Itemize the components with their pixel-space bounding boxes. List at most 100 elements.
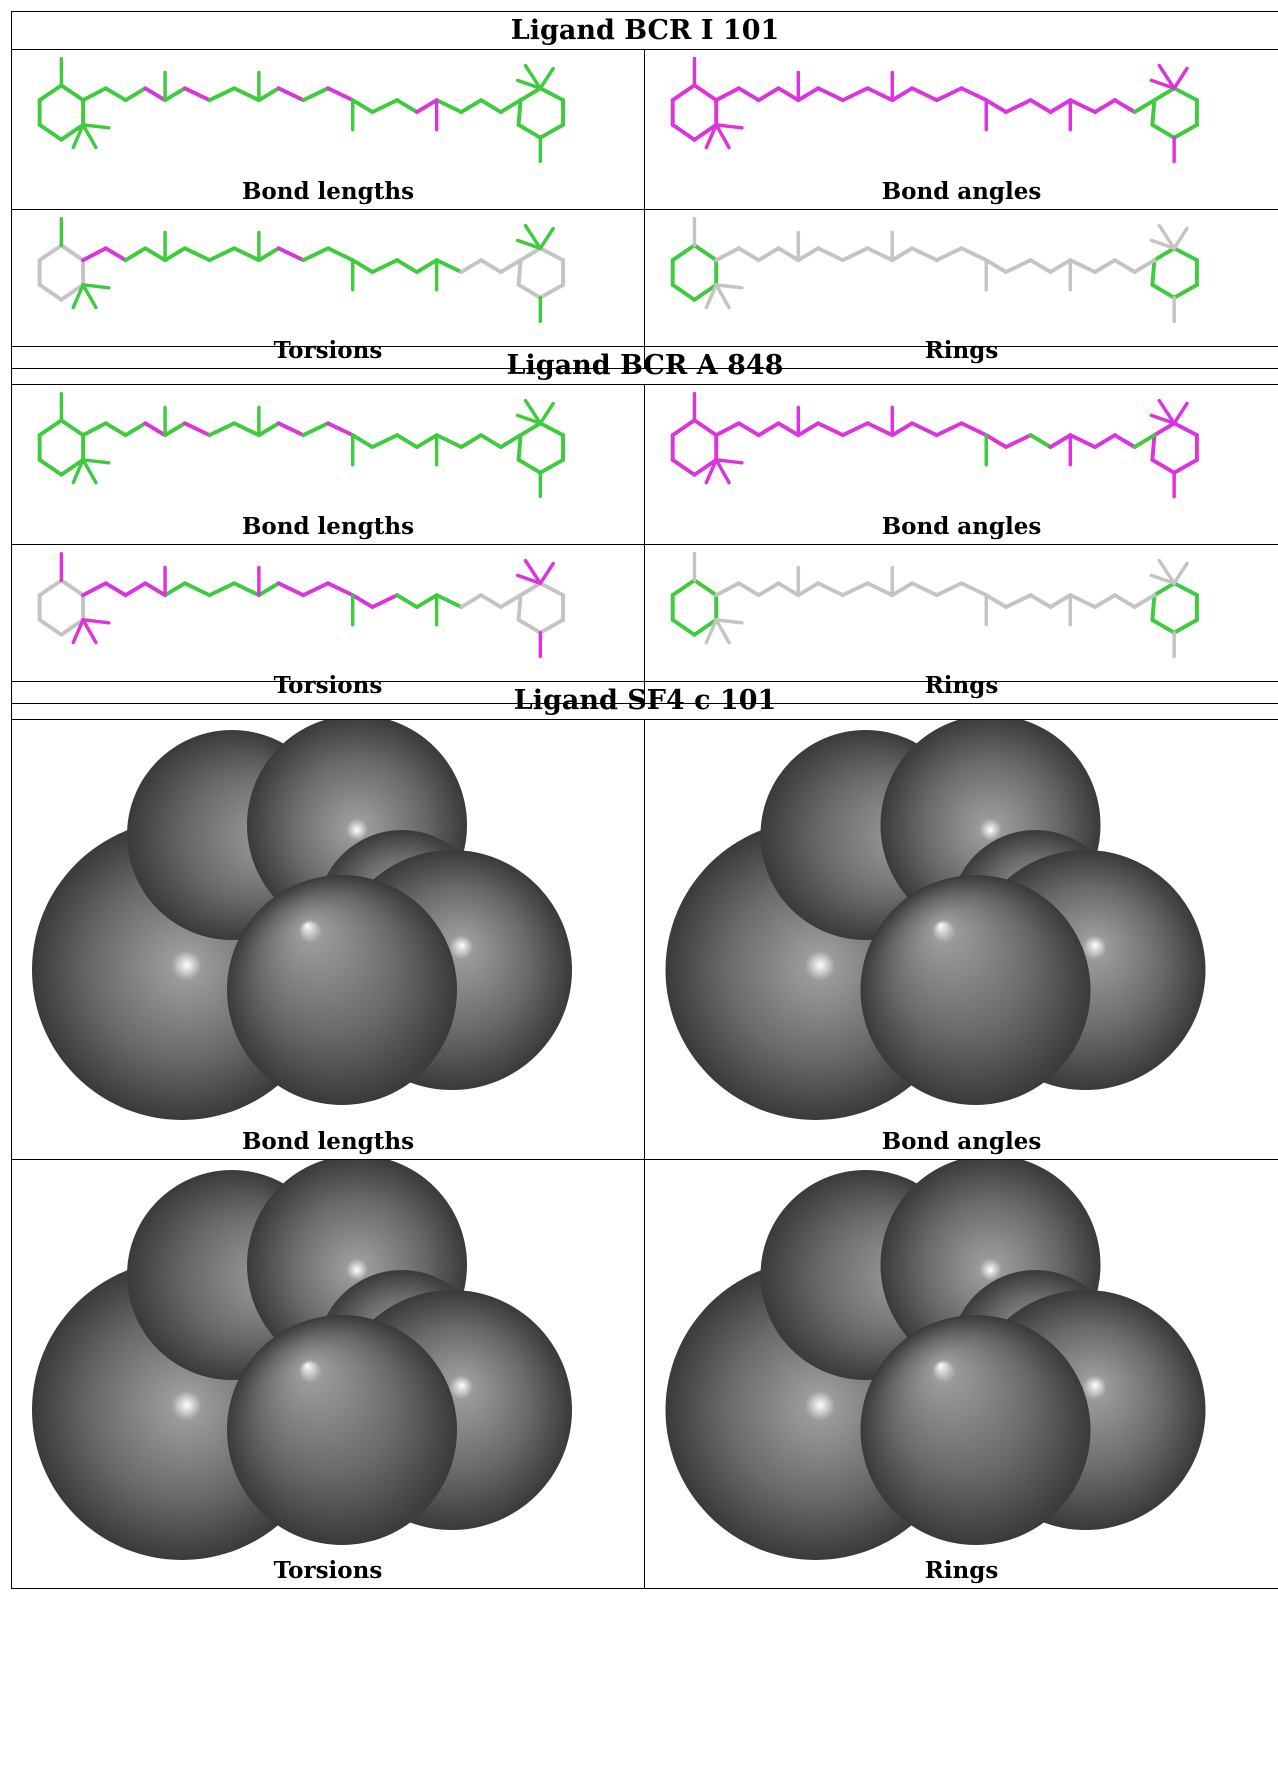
ring-bond xyxy=(59,617,86,637)
ligand-panel: Ligand SF4 c 101 Bond lengths Bond angle… xyxy=(11,681,1278,1589)
chain-bond xyxy=(182,86,212,103)
ring-bond xyxy=(516,122,543,140)
ring-bond xyxy=(692,617,719,637)
cell-caption: Torsions xyxy=(273,672,383,699)
ring-bond xyxy=(1150,282,1177,300)
chain-bond xyxy=(103,581,128,598)
chain-bond xyxy=(350,258,375,274)
ring-bond xyxy=(518,246,543,263)
ring-bond xyxy=(516,258,523,287)
substituent-bond xyxy=(71,618,85,645)
chain-bond xyxy=(207,86,237,103)
bond-lengths-cell: Bond lengths xyxy=(12,385,645,544)
chain-bond xyxy=(1132,98,1157,114)
chain-bond xyxy=(816,421,845,438)
substituent-bond xyxy=(515,78,543,91)
substituent-bond xyxy=(714,123,744,130)
ring-bond xyxy=(538,282,565,300)
ring-bond xyxy=(1172,122,1199,140)
substituent-bond xyxy=(704,458,718,485)
substituent-bond xyxy=(81,123,111,130)
substituent-bond xyxy=(71,123,85,150)
chain-bond xyxy=(910,86,939,103)
atom-sphere xyxy=(227,875,457,1105)
chain-bond xyxy=(1132,593,1157,609)
ring-bond xyxy=(516,98,523,127)
ring-bond xyxy=(37,243,64,263)
chain-bond xyxy=(1112,258,1137,274)
chain-bond xyxy=(256,86,281,103)
chain-bond xyxy=(1132,433,1157,449)
ring-bond xyxy=(37,617,64,637)
chain-bond xyxy=(370,258,400,274)
chain-bond xyxy=(910,246,939,263)
chain-bond xyxy=(1068,593,1098,609)
ring-bond xyxy=(59,122,86,142)
chain-bond xyxy=(395,258,419,274)
chain-bond xyxy=(182,246,212,263)
chain-bond xyxy=(163,421,187,438)
chain-bond xyxy=(1004,593,1033,609)
chain-bond xyxy=(301,246,330,263)
ring-bond xyxy=(538,457,565,475)
ring-bond xyxy=(1172,581,1199,598)
ring-bond xyxy=(538,581,565,598)
chain-bond xyxy=(434,98,464,114)
ligand-title: Ligand SF4 c 101 xyxy=(12,682,1278,720)
ring-bond xyxy=(670,578,697,598)
chain-bond xyxy=(796,86,821,103)
chain-bond xyxy=(163,86,187,103)
chain-bond xyxy=(1093,593,1117,609)
chain-bond xyxy=(207,581,237,598)
substituent-bond xyxy=(714,123,731,150)
chain-bond xyxy=(256,421,281,438)
chain-bond xyxy=(736,581,761,598)
chain-bond xyxy=(459,258,484,274)
chain-bond xyxy=(959,421,989,438)
ring-bond xyxy=(670,122,697,142)
chain-bond xyxy=(756,581,781,598)
chain-bond xyxy=(143,421,168,438)
ring-bond xyxy=(538,246,565,263)
chain-bond xyxy=(395,433,419,449)
chain-bond xyxy=(350,593,375,609)
ring-bond xyxy=(37,122,64,142)
chain-bond xyxy=(816,86,845,103)
ring-bond xyxy=(1152,246,1177,263)
substituent-bond xyxy=(538,401,555,426)
substituent-bond xyxy=(81,458,111,465)
substituent-bond xyxy=(515,573,543,586)
chain-bond xyxy=(143,581,168,598)
substituent-bond xyxy=(714,283,744,290)
molecule-image xyxy=(37,551,565,659)
ring-bond xyxy=(1150,617,1177,635)
chain-bond xyxy=(910,581,939,598)
ring-bond xyxy=(516,433,523,462)
chain-bond xyxy=(123,246,148,263)
ring-bond xyxy=(59,282,86,302)
ring-bond xyxy=(59,243,86,263)
ring-bond xyxy=(670,617,697,637)
chain-bond xyxy=(414,258,439,274)
cell-caption: Bond lengths xyxy=(241,178,415,205)
ligand-panel: Ligand BCR A 848 Bond lengths Bond angle… xyxy=(11,346,1278,704)
chain-bond xyxy=(890,246,915,263)
chain-bond xyxy=(414,433,439,449)
chain-bond xyxy=(776,581,801,598)
spacefill-image xyxy=(665,720,1206,1120)
ring-bond xyxy=(37,282,64,302)
atom-sphere xyxy=(860,875,1091,1105)
chain-bond xyxy=(370,98,400,114)
chain-bond xyxy=(1093,258,1117,274)
ring-bond xyxy=(37,578,64,598)
chain-bond xyxy=(256,581,281,598)
ring-bond xyxy=(516,282,543,300)
chain-bond xyxy=(756,246,781,263)
ring-bond xyxy=(670,83,697,103)
cell-caption: Rings xyxy=(924,337,999,364)
chain-bond xyxy=(714,581,741,598)
chain-bond xyxy=(865,581,895,598)
ring-bond xyxy=(37,418,64,438)
cell-caption: Bond lengths xyxy=(241,513,415,540)
chain-bond xyxy=(479,98,503,114)
